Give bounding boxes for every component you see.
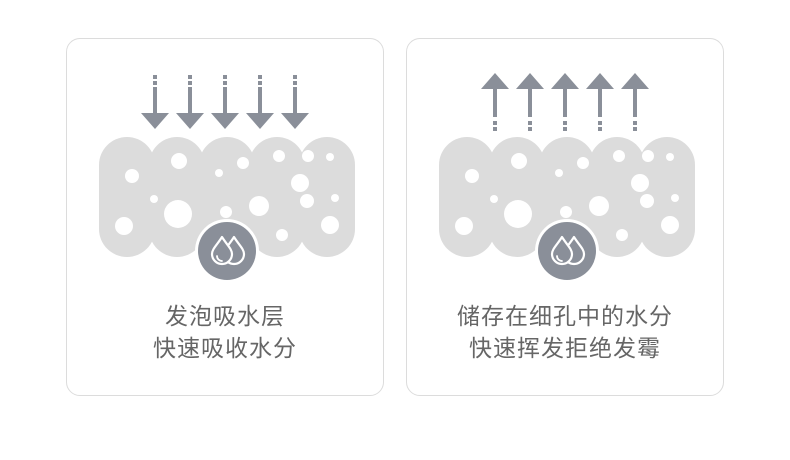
foam-pore (276, 229, 288, 241)
arrow-up-icon (621, 73, 649, 131)
arrow-up-icon (481, 73, 509, 131)
foam-pore (291, 174, 309, 192)
foam-pore (560, 206, 572, 218)
foam-pore (150, 195, 158, 203)
absorb-card: 发泡吸水层 快速吸收水分 (66, 38, 384, 396)
foam-pore (215, 169, 223, 177)
foam-pore (577, 157, 589, 169)
arrow-down-icon (281, 75, 309, 129)
foam-pore (490, 195, 498, 203)
foam-pore (125, 169, 139, 183)
absorb-caption: 发泡吸水层 快速吸收水分 (67, 301, 383, 365)
foam-pore (511, 153, 527, 169)
foam-pore (237, 157, 249, 169)
foam-pore (642, 150, 654, 162)
foam-pore (220, 206, 232, 218)
foam-pore (300, 194, 314, 208)
caption-line-1: 储存在细孔中的水分 (457, 304, 673, 330)
arrow-up-icon (586, 73, 614, 131)
foam-pore (249, 196, 269, 216)
foam-pore (640, 194, 654, 208)
arrow-down-icon (141, 75, 169, 129)
foam-pore (273, 150, 285, 162)
release-caption: 储存在细孔中的水分 快速挥发拒绝发霉 (407, 301, 723, 365)
foam-pore (164, 200, 192, 228)
foam-pore (666, 153, 674, 161)
release-illustration (439, 73, 695, 283)
foam-pore (555, 169, 563, 177)
caption-line-2: 快速挥发拒绝发霉 (469, 336, 661, 362)
foam-pore (671, 194, 679, 202)
arrow-down-icon (176, 75, 204, 129)
caption-line-2: 快速吸收水分 (153, 336, 297, 362)
foam-pore (616, 229, 628, 241)
down-arrows (141, 75, 309, 129)
foam-pore (504, 200, 532, 228)
foam-pore (302, 150, 314, 162)
foam-pore (331, 194, 339, 202)
arrow-down-icon (246, 75, 274, 129)
arrow-up-icon (516, 73, 544, 131)
foam-layer (439, 137, 695, 257)
caption-line-1: 发泡吸水层 (165, 304, 285, 330)
foam-pore (171, 153, 187, 169)
absorb-illustration (99, 75, 355, 283)
up-arrows (481, 73, 649, 131)
water-drops-icon (195, 219, 259, 283)
arrow-up-icon (551, 73, 579, 131)
foam-pore (465, 169, 479, 183)
release-card: 储存在细孔中的水分 快速挥发拒绝发霉 (406, 38, 724, 396)
foam-pore (115, 217, 133, 235)
foam-pore (326, 153, 334, 161)
foam-pore (589, 196, 609, 216)
foam-pore (631, 174, 649, 192)
arrow-down-icon (211, 75, 239, 129)
foam-pore (321, 216, 339, 234)
foam-pore (661, 216, 679, 234)
foam-pore (613, 150, 625, 162)
foam-pore (455, 217, 473, 235)
water-drops-icon (535, 219, 599, 283)
